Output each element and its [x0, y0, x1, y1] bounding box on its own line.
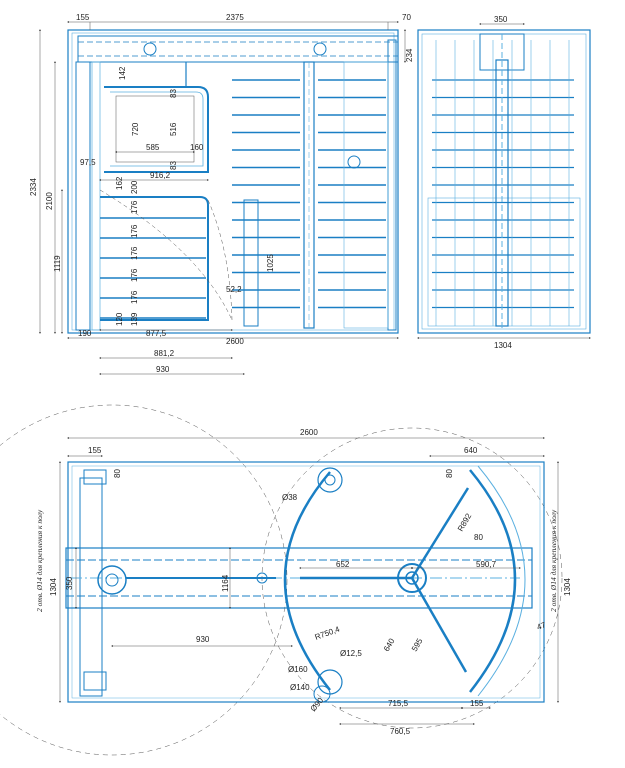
- dim-715-5: 715,5: [388, 699, 409, 708]
- front-view: 155 2375 70 2334 2100 1119 142 83 720 51…: [29, 13, 414, 375]
- dim-83-top: 83: [169, 89, 178, 98]
- dim-176-5: 176: [130, 290, 139, 304]
- dim-83-bottom: 83: [169, 161, 178, 170]
- dim-1119: 1119: [53, 255, 62, 272]
- dim-2375: 2375: [226, 13, 244, 22]
- dim-2600-front: 2600: [226, 337, 244, 346]
- dim-585: 585: [146, 143, 160, 152]
- dim-97-5: 97,5: [80, 158, 96, 167]
- dim-930-plan: 930: [196, 635, 210, 644]
- dim-234: 234: [405, 48, 414, 62]
- dim-1025: 1025: [266, 254, 275, 272]
- dim-877-5: 877,5: [146, 329, 167, 338]
- dim-155-bottom: 155: [470, 699, 484, 708]
- dim-d160: Ø160: [288, 665, 308, 674]
- dim-d38: Ø38: [282, 493, 298, 502]
- dim-80-right: 80: [445, 469, 454, 478]
- rotor-bars: [232, 79, 300, 309]
- dim-176-2: 176: [130, 224, 139, 238]
- dim-80-r: 80: [474, 533, 483, 542]
- dim-1304-right: 1304: [563, 578, 572, 596]
- note-floor-holes-right: 2 отв. Ø14 для крепления к полу: [549, 509, 558, 612]
- dim-640-plan: 640: [382, 636, 397, 653]
- dim-47: 47: [536, 620, 548, 632]
- dim-70: 70: [402, 13, 411, 22]
- dim-1164: 1164: [221, 574, 230, 592]
- dim-516: 516: [169, 122, 178, 136]
- dim-350-side: 350: [494, 15, 508, 24]
- dim-d12-5: Ø12,5: [340, 649, 362, 658]
- dim-590-7: 590,7: [476, 560, 497, 569]
- dim-120: 120: [115, 312, 124, 326]
- dim-930-front: 930: [156, 365, 170, 374]
- dim-1304-side: 1304: [494, 341, 512, 350]
- lower-gate-bars: [100, 217, 206, 319]
- dim-r750-4: R750,4: [314, 624, 342, 641]
- dim-176-4: 176: [130, 268, 139, 282]
- dim-350-plan: 350: [65, 576, 74, 590]
- dim-720: 720: [131, 122, 140, 136]
- dim-80-left: 80: [113, 469, 122, 478]
- dim-155: 155: [76, 13, 90, 22]
- dim-162: 162: [115, 176, 124, 190]
- plan-view: 2600 155 80 640 80 Ø38 R892 80 652 590,7…: [0, 404, 572, 756]
- dim-881-2: 881,2: [154, 349, 175, 358]
- dim-176-3: 176: [130, 246, 139, 260]
- dim-155-plan: 155: [88, 446, 102, 455]
- note-floor-holes-left: 2 отв. Ø14 для крепления к полу: [35, 509, 44, 612]
- dim-2100: 2100: [45, 192, 54, 210]
- dim-2600-plan: 2600: [300, 428, 318, 437]
- dim-176-1: 176: [130, 200, 139, 214]
- fixed-bars: [318, 79, 386, 309]
- side-view: 350 1304: [417, 15, 591, 350]
- dim-652: 652: [336, 560, 350, 569]
- dim-916-2: 916,2: [150, 171, 171, 180]
- dim-2334: 2334: [29, 178, 38, 196]
- dim-1304-left: 1304: [49, 578, 58, 596]
- dim-r892: R892: [456, 511, 474, 533]
- dim-52-2: 52,2: [226, 285, 242, 294]
- dim-190: 190: [78, 329, 92, 338]
- dim-d140: Ø140: [290, 683, 310, 692]
- dim-200: 200: [130, 180, 139, 194]
- side-bars: [432, 40, 574, 326]
- dim-595: 595: [410, 636, 425, 653]
- dim-139: 139: [130, 312, 139, 326]
- dim-640-top: 640: [464, 446, 478, 455]
- dim-142: 142: [118, 66, 127, 80]
- dim-760-5: 760,5: [390, 727, 411, 736]
- dim-160: 160: [190, 143, 204, 152]
